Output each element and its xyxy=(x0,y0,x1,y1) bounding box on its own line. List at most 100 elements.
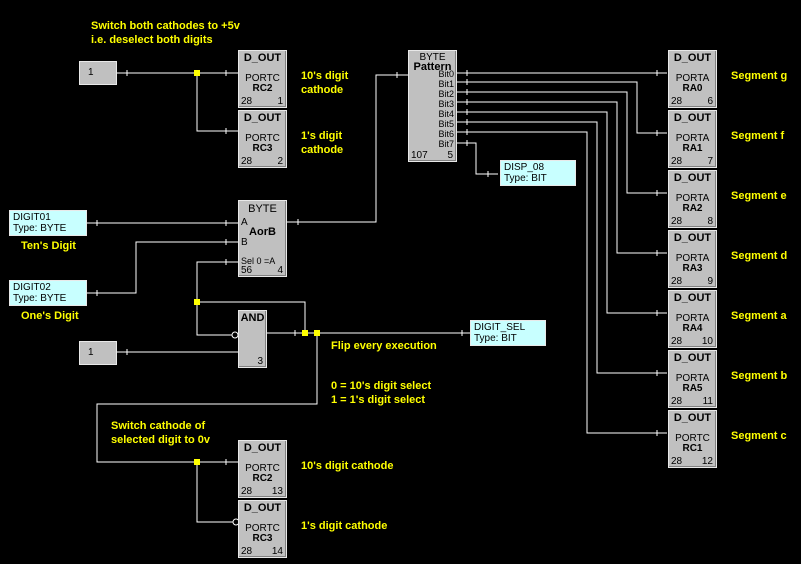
block-size: 107 xyxy=(411,150,428,161)
block-size: 28 xyxy=(671,336,683,347)
block-order: 5 xyxy=(447,150,453,161)
block-title: D_OUT xyxy=(673,352,712,364)
block-port: PORTA xyxy=(675,73,710,84)
d-out-ra5[interactable]: D_OUT PORTA RA5 28 11 xyxy=(668,350,717,408)
block-order: 2 xyxy=(277,156,283,167)
d-out-ra1[interactable]: D_OUT PORTA RA1 28 7 xyxy=(668,110,717,168)
block-order: 11 xyxy=(702,396,713,407)
note-flip: Flip every execution xyxy=(331,340,437,352)
note-switch-sel-2: selected digit to 0v xyxy=(111,434,211,446)
note-segment-b: Segment b xyxy=(731,370,788,382)
block-size: 28 xyxy=(671,276,683,287)
note-segment-e: Segment e xyxy=(731,190,787,202)
block-title: D_OUT xyxy=(673,292,712,304)
note-sel0: 0 = 10's digit select xyxy=(331,380,432,392)
block-order: 1 xyxy=(277,96,283,107)
block-port: PORTA xyxy=(675,193,710,204)
block-size: 28 xyxy=(241,156,253,167)
block-title: D_OUT xyxy=(243,502,282,514)
note-tens-cathode-top-2: cathode xyxy=(301,84,344,96)
constant-block-top[interactable]: 1 xyxy=(79,61,117,85)
block-pin: RA3 xyxy=(682,263,703,274)
block-order: 14 xyxy=(271,546,283,557)
variable-type: Type: BYTE xyxy=(13,293,67,304)
constant-value: 1 xyxy=(88,347,94,358)
block-size: 28 xyxy=(241,546,253,557)
variable-type: Type: BIT xyxy=(474,333,517,344)
note-switch-sel: Switch cathode of xyxy=(111,420,206,432)
block-size: 56 xyxy=(241,265,253,276)
input-b-label: B xyxy=(241,237,248,248)
block-port: PORTC xyxy=(245,463,280,474)
block-title: D_OUT xyxy=(673,412,712,424)
variable-name: DIGIT01 xyxy=(13,212,51,223)
variable-digit-sel[interactable]: DIGIT_SEL Type: BIT xyxy=(470,320,546,346)
block-pin: RC1 xyxy=(682,443,703,454)
variable-digit02[interactable]: DIGIT02 Type: BYTE xyxy=(9,280,87,306)
block-port: PORTA xyxy=(675,253,710,264)
variable-disp-08[interactable]: DISP_08 Type: BIT xyxy=(500,160,576,186)
block-order: 6 xyxy=(707,96,713,107)
note-sel1: 1 = 1's digit select xyxy=(331,394,426,406)
variable-digit01[interactable]: DIGIT01 Type: BYTE xyxy=(9,210,87,236)
d-out-rc2-bottom[interactable]: D_OUT PORTC RC2 28 13 xyxy=(238,440,287,498)
d-out-rc2-top[interactable]: D_OUT PORTC RC2 28 1 xyxy=(238,50,287,108)
block-size: 28 xyxy=(671,96,683,107)
d-out-rc3-top[interactable]: D_OUT PORTC RC3 28 2 xyxy=(238,110,287,168)
block-size: 28 xyxy=(241,96,253,107)
note-tens-cathode-top: 10's digit xyxy=(301,70,349,82)
note-ones-digit: One's Digit xyxy=(21,310,79,322)
block-port: PORTC xyxy=(245,523,280,534)
bit-outputs: Bit0 Bit1 Bit2 Bit3 Bit4 Bit5 Bit6 Bit7 xyxy=(438,69,454,149)
block-pin: RC2 xyxy=(252,473,273,484)
bit-label: Bit6 xyxy=(438,129,454,139)
variable-name: DIGIT_SEL xyxy=(474,322,526,333)
block-title: D_OUT xyxy=(243,112,282,124)
block-pin: RA1 xyxy=(682,143,703,154)
block-order: 3 xyxy=(257,356,263,367)
note-tens-cathode-bot: 10's digit cathode xyxy=(301,460,394,472)
bit-label: Bit1 xyxy=(438,79,454,89)
block-title: AND xyxy=(240,312,265,324)
select-label: Sel 0 =A xyxy=(241,256,276,266)
and-gate-block[interactable]: AND 3 xyxy=(238,310,267,368)
block-port: PORTA xyxy=(675,313,710,324)
block-pin: RA0 xyxy=(682,83,703,94)
block-size: 28 xyxy=(671,216,683,227)
block-port: PORTC xyxy=(675,433,710,444)
byte-aorb-block[interactable]: BYTE A AorB B Sel 0 =A 56 4 xyxy=(238,200,287,277)
note-ones-cathode-top-2: cathode xyxy=(301,144,344,156)
variable-name: DISP_08 xyxy=(504,162,545,173)
d-out-rc3-bottom[interactable]: D_OUT PORTC RC3 28 14 xyxy=(238,500,287,558)
d-out-ra2[interactable]: D_OUT PORTA RA2 28 8 xyxy=(668,170,717,228)
block-size: 28 xyxy=(671,156,683,167)
block-pin: RA2 xyxy=(682,203,703,214)
d-out-ra3[interactable]: D_OUT PORTA RA3 28 9 xyxy=(668,230,717,288)
block-title: D_OUT xyxy=(673,112,712,124)
block-pin: RC2 xyxy=(252,83,273,94)
note-ones-cathode-top: 1's digit xyxy=(301,130,343,142)
block-order: 12 xyxy=(701,456,713,467)
d-out-rc1[interactable]: D_OUT PORTC RC1 28 12 xyxy=(668,410,717,468)
bit-label: Bit3 xyxy=(438,99,454,109)
bit-label: Bit2 xyxy=(438,89,454,99)
block-size: 28 xyxy=(671,456,683,467)
note-segment-c: Segment c xyxy=(731,430,787,442)
block-pin: RA4 xyxy=(682,323,703,334)
block-title: BYTE xyxy=(419,52,446,63)
block-name: AorB xyxy=(249,226,276,238)
bit-label: Bit7 xyxy=(438,139,454,149)
block-port: PORTC xyxy=(245,73,280,84)
note-deselect: i.e. deselect both digits xyxy=(91,34,213,46)
note-switch-both: Switch both cathodes to +5v xyxy=(91,20,240,32)
note-segment-a: Segment a xyxy=(731,310,787,322)
d-out-ra0[interactable]: D_OUT PORTA RA0 28 6 xyxy=(668,50,717,108)
variable-type: Type: BYTE xyxy=(13,223,67,234)
d-out-ra4[interactable]: D_OUT PORTA RA4 28 10 xyxy=(668,290,717,348)
block-pin: RA5 xyxy=(682,383,703,394)
byte-pattern-block[interactable]: BYTE Pattern Bit0 Bit1 Bit2 Bit3 Bit4 Bi… xyxy=(408,50,457,162)
constant-block-bottom[interactable]: 1 xyxy=(79,341,117,365)
block-pin: RC3 xyxy=(252,143,273,154)
